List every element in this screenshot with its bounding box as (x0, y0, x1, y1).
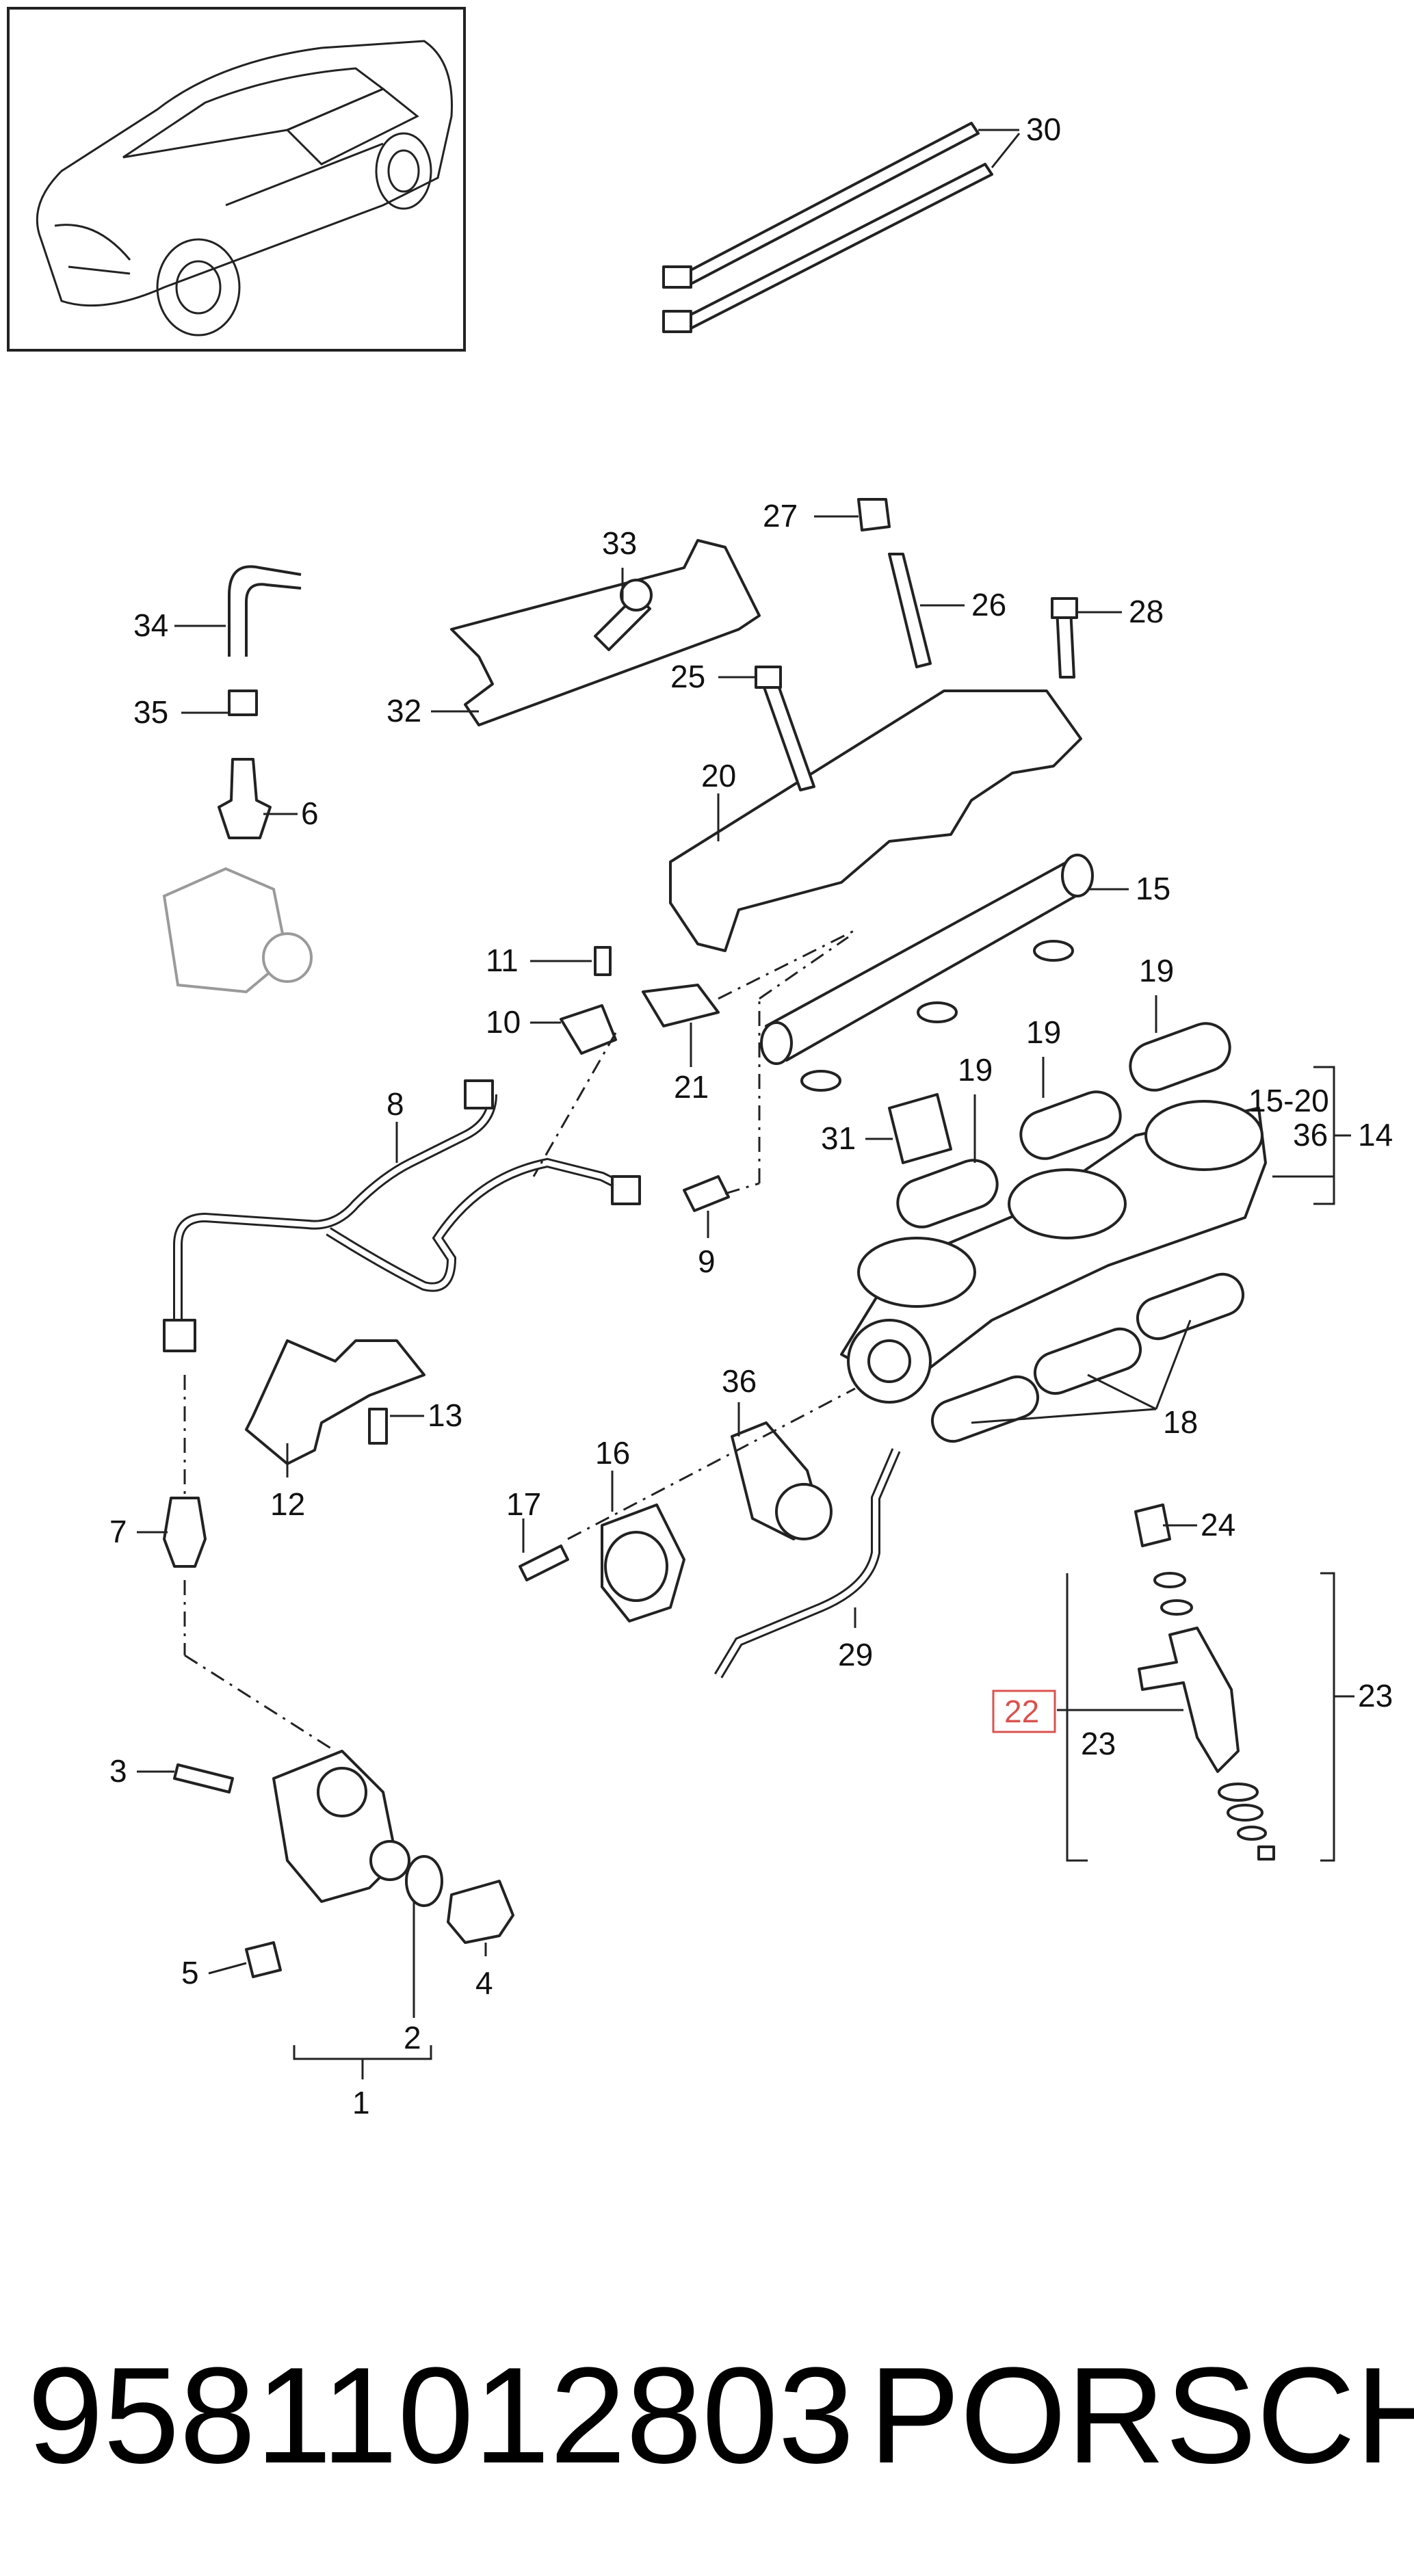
vehicle-thumbnail (7, 7, 466, 352)
part-31 (888, 1093, 952, 1164)
callout-13: 13 (428, 1397, 462, 1433)
callout-36-a: 36 (1293, 1117, 1328, 1153)
brand-name: PORSCHE (869, 2339, 1414, 2492)
gaskets-18 (931, 1272, 1244, 1443)
callout-31: 31 (821, 1120, 856, 1156)
intake-manifold-14 (840, 1100, 1267, 1404)
bracket-32 (450, 539, 761, 726)
callout-12: 12 (270, 1486, 305, 1522)
injector-22 (1066, 1503, 1335, 1862)
callout-15: 15 (1136, 871, 1170, 906)
fuel-rail-15 (760, 854, 1094, 1092)
part-number: 95811012803 (27, 2339, 854, 2492)
callout-19-b: 19 (1026, 1014, 1061, 1050)
gaskets-19 (896, 1022, 1231, 1228)
callout-21: 21 (674, 1069, 709, 1105)
callout-29: 29 (838, 1637, 873, 1672)
callout-5: 5 (181, 1955, 199, 1990)
callout-19-a: 19 (1139, 953, 1174, 988)
callout-9: 9 (698, 1244, 716, 1279)
callout-7: 7 (109, 1514, 127, 1549)
callout-22-highlight (992, 1690, 1056, 1733)
callout-36-b: 36 (722, 1363, 757, 1399)
callout-18: 18 (1163, 1404, 1198, 1440)
fitting-7 (163, 1375, 336, 1752)
callout-34: 34 (133, 607, 168, 643)
callout-23-b: 23 (1081, 1726, 1116, 1761)
callout-30: 30 (1026, 111, 1061, 147)
callout-6: 6 (301, 796, 319, 831)
callout-26: 26 (971, 587, 1006, 622)
small-fittings (532, 929, 856, 1212)
callout-35: 35 (133, 694, 168, 730)
callout-28: 28 (1129, 594, 1164, 629)
callout-20: 20 (701, 758, 736, 793)
fuel-line-8 (163, 1079, 641, 1352)
callout-1: 1 (352, 2085, 370, 2120)
rail-bracket-20 (669, 689, 1082, 952)
callout-10: 10 (486, 1004, 521, 1040)
callout-24: 24 (1201, 1507, 1235, 1542)
callout-23-a: 23 (1358, 1678, 1393, 1713)
cable-ties (662, 122, 1021, 333)
callout-16: 16 (595, 1435, 630, 1471)
callout-14: 14 (1358, 1117, 1393, 1153)
callout-11: 11 (486, 943, 519, 978)
callout-32: 32 (387, 693, 421, 728)
fuel-pump-1 (173, 1750, 514, 2060)
callouts: 30 27 26 28 25 33 32 34 35 6 20 15 (109, 111, 1393, 2120)
hose-assembly (162, 565, 313, 994)
callout-4: 4 (475, 1965, 493, 2001)
callout-17: 17 (506, 1486, 541, 1522)
callout-15-20: 15-20 (1248, 1083, 1329, 1118)
bolts (755, 498, 1078, 791)
callout-2: 2 (404, 2020, 421, 2055)
callout-8: 8 (387, 1086, 404, 1122)
callout-19-c: 19 (958, 1052, 993, 1088)
bracket-12 (245, 1339, 425, 1465)
callout-27: 27 (763, 498, 798, 534)
callout-33: 33 (602, 525, 637, 561)
hose-29 (713, 1448, 901, 1679)
callout-25: 25 (670, 659, 705, 694)
sensor-16 (519, 1387, 856, 1622)
callout-3: 3 (109, 1753, 127, 1789)
callout-22: 22 (1004, 1694, 1039, 1729)
